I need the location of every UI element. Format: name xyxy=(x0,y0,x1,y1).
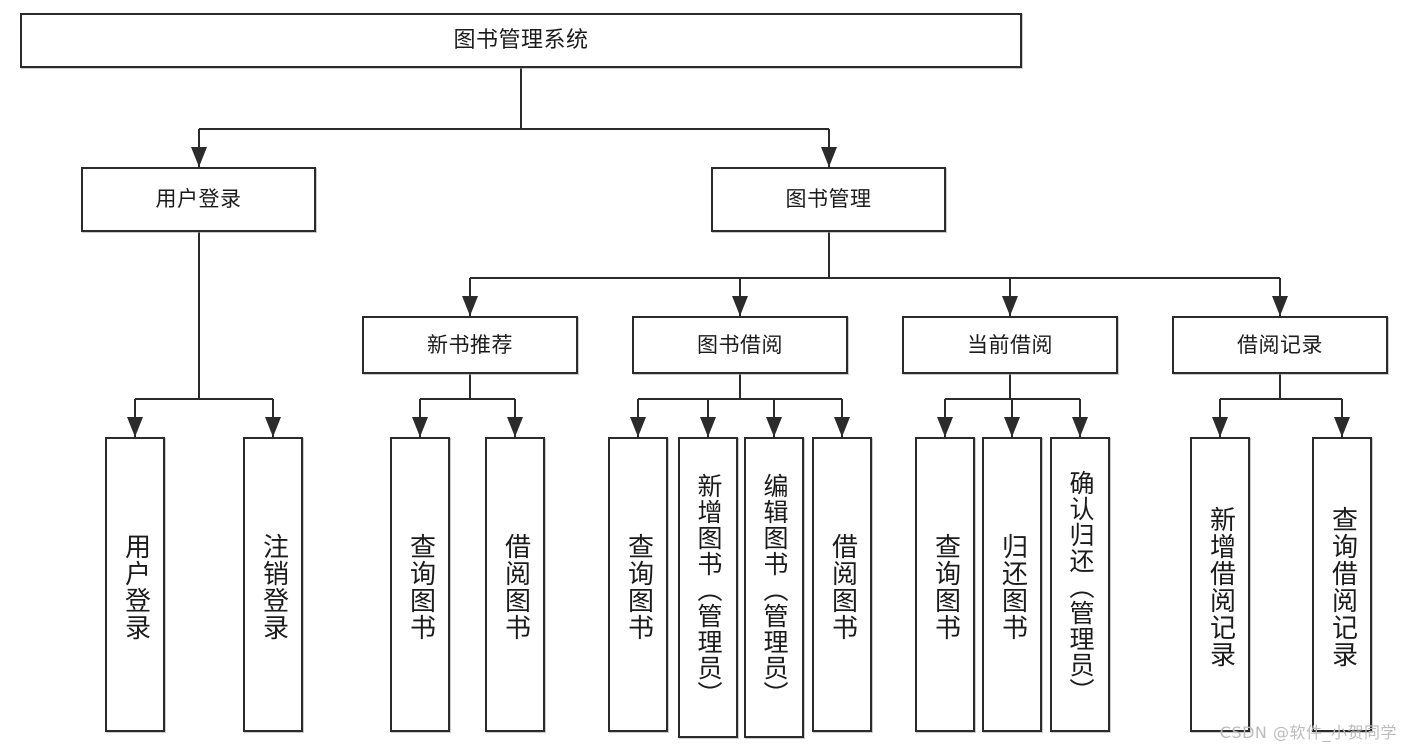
node-label: 查询借阅记录 xyxy=(1327,505,1358,668)
node-label: 查询图书 xyxy=(623,532,654,641)
node-leaf-cb-return[interactable]: 归还图书 xyxy=(982,437,1042,732)
node-label: 借阅图书 xyxy=(827,532,858,641)
node-label: 当前借阅 xyxy=(967,332,1053,357)
node-leaf-user-logout[interactable]: 注销登录 xyxy=(243,437,303,732)
node-label: 新增图书（管理员） xyxy=(694,472,723,707)
watermark-text: CSDN @软件_小贺同学 xyxy=(1219,723,1397,742)
node-label: 注销登录 xyxy=(258,532,289,641)
node-leaf-cb-query[interactable]: 查询图书 xyxy=(915,437,975,732)
node-label: 编辑图书（管理员） xyxy=(760,472,789,707)
node-label: 用户登录 xyxy=(155,187,242,212)
node-root[interactable]: 图书管理系统 xyxy=(20,13,1022,68)
node-label: 图书借阅 xyxy=(697,332,783,357)
node-user-login[interactable]: 用户登录 xyxy=(81,167,316,232)
node-label: 新书推荐 xyxy=(427,332,513,357)
node-book-borrow[interactable]: 图书借阅 xyxy=(632,316,848,374)
node-leaf-user-login[interactable]: 用户登录 xyxy=(105,437,165,732)
node-label: 归还图书 xyxy=(997,532,1028,641)
node-label: 用户登录 xyxy=(120,532,151,641)
node-leaf-rec-query[interactable]: 查询图书 xyxy=(390,437,450,732)
node-current-borrow[interactable]: 当前借阅 xyxy=(902,316,1118,374)
node-leaf-bb-query[interactable]: 查询图书 xyxy=(608,437,668,732)
node-label: 借阅图书 xyxy=(500,532,531,641)
node-leaf-bb-borrow[interactable]: 借阅图书 xyxy=(812,437,872,732)
node-borrow-record[interactable]: 借阅记录 xyxy=(1172,316,1388,374)
node-new-book-rec[interactable]: 新书推荐 xyxy=(362,316,578,374)
node-leaf-bb-add[interactable]: 新增图书（管理员） xyxy=(678,437,738,738)
node-leaf-cb-confirm[interactable]: 确认归还（管理员） xyxy=(1050,437,1110,732)
node-book-manage[interactable]: 图书管理 xyxy=(711,167,946,232)
node-label: 借阅记录 xyxy=(1237,332,1323,357)
node-leaf-br-query[interactable]: 查询借阅记录 xyxy=(1312,437,1372,732)
node-label: 查询图书 xyxy=(405,532,436,641)
node-leaf-br-add[interactable]: 新增借阅记录 xyxy=(1190,437,1250,732)
node-label: 新增借阅记录 xyxy=(1205,505,1236,668)
node-label: 图书管理系统 xyxy=(453,27,589,53)
node-label: 查询图书 xyxy=(930,532,961,641)
node-label: 确认归还（管理员） xyxy=(1066,469,1095,704)
node-label: 图书管理 xyxy=(785,187,872,212)
node-leaf-bb-edit[interactable]: 编辑图书（管理员） xyxy=(744,437,804,738)
node-leaf-rec-borrow[interactable]: 借阅图书 xyxy=(485,437,545,732)
